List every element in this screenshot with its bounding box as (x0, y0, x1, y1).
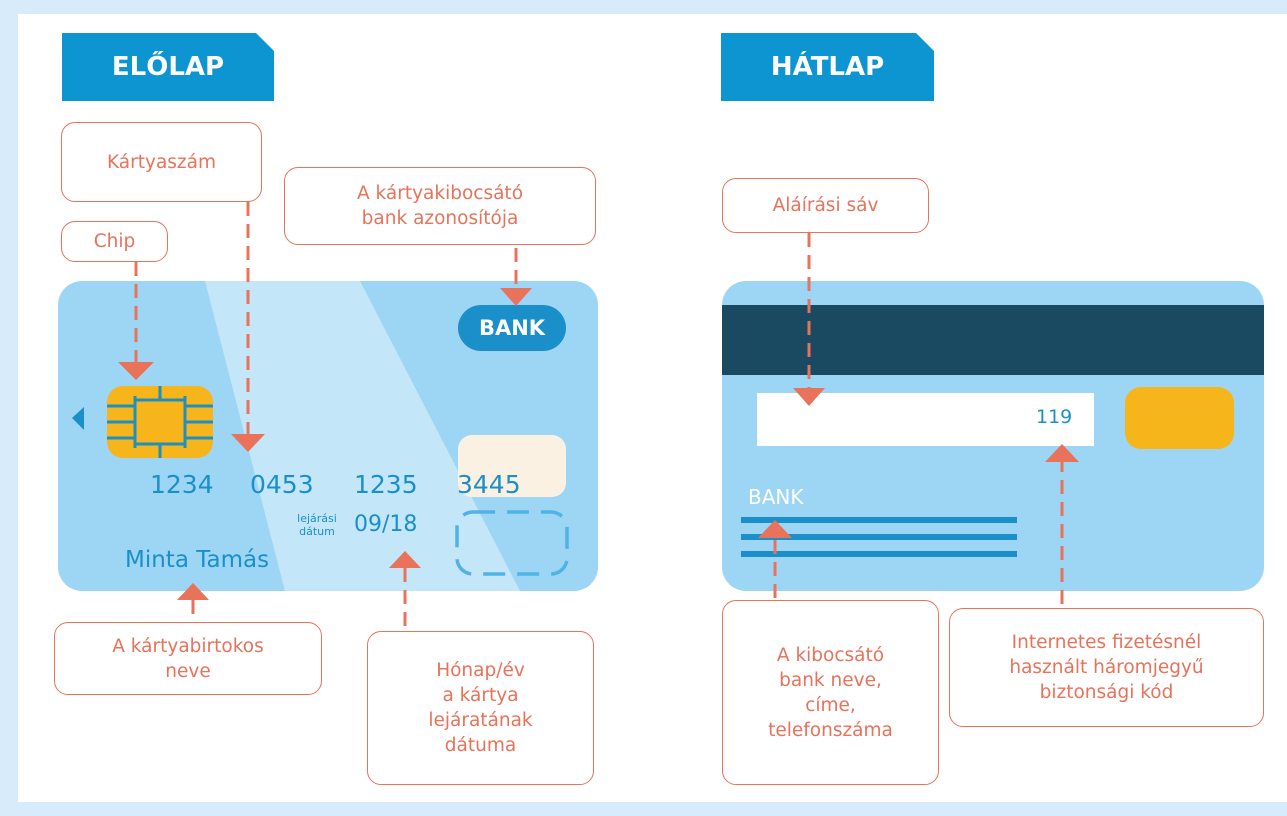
card-number-group-4: 3445 (457, 470, 521, 499)
arrow-up-icon (177, 583, 209, 600)
arrow-up-icon (1045, 444, 1079, 462)
front-tab: ELŐLAP (62, 33, 274, 101)
arrow-up-icon (758, 520, 792, 538)
front-card-highlight (205, 281, 520, 591)
callout-bank-info: A kibocsátó bank neve, címe, telefonszám… (722, 600, 939, 785)
magnetic-stripe (722, 305, 1264, 375)
callout-holder-name: A kártyabirtokos neve (54, 622, 322, 695)
card-number-group-2: 0453 (250, 470, 314, 499)
arrow-down-icon (118, 362, 154, 380)
contactless-area (455, 510, 569, 576)
back-tab: HÁTLAP (721, 33, 934, 101)
back-bank-text: BANK (748, 485, 804, 509)
cvv-value: 119 (1036, 406, 1073, 428)
back-card (722, 281, 1264, 591)
front-card (58, 281, 598, 591)
arrow-up-icon (389, 551, 421, 568)
back-chip-patch (1125, 387, 1234, 449)
callout-card-number: Kártyaszám (61, 122, 262, 202)
card-edge-arrow-icon (72, 407, 84, 430)
chip-icon (107, 386, 213, 458)
card-number-group-1: 1234 (150, 470, 214, 499)
signature-strip (757, 393, 1094, 446)
arrowheads (118, 288, 1079, 600)
expiry-value: 09/18 (354, 512, 418, 537)
callout-expiry: Hónap/év a kártya lejáratának dátuma (367, 631, 594, 785)
callout-issuer-id: A kártyakibocsátó bank azonosítója (284, 167, 596, 245)
callout-signature-strip: Aláírási sáv (722, 178, 929, 233)
info-lines (741, 517, 1017, 557)
hologram-patch (458, 435, 566, 497)
callout-chip: Chip (61, 221, 168, 262)
expiry-caption: lejárási dátum (297, 512, 337, 538)
arrow-down-icon (500, 288, 532, 306)
callout-security-code: Internetes fizetésnél használt háromjegy… (949, 608, 1264, 727)
bank-badge-label: BANK (478, 316, 546, 340)
bank-badge (458, 305, 566, 351)
leader-lines (134, 202, 1064, 630)
cardholder-name: Minta Tamás (125, 547, 270, 573)
card-number-group-3: 1235 (354, 470, 418, 499)
arrow-down-icon (231, 434, 265, 452)
arrow-down-icon (793, 388, 825, 406)
